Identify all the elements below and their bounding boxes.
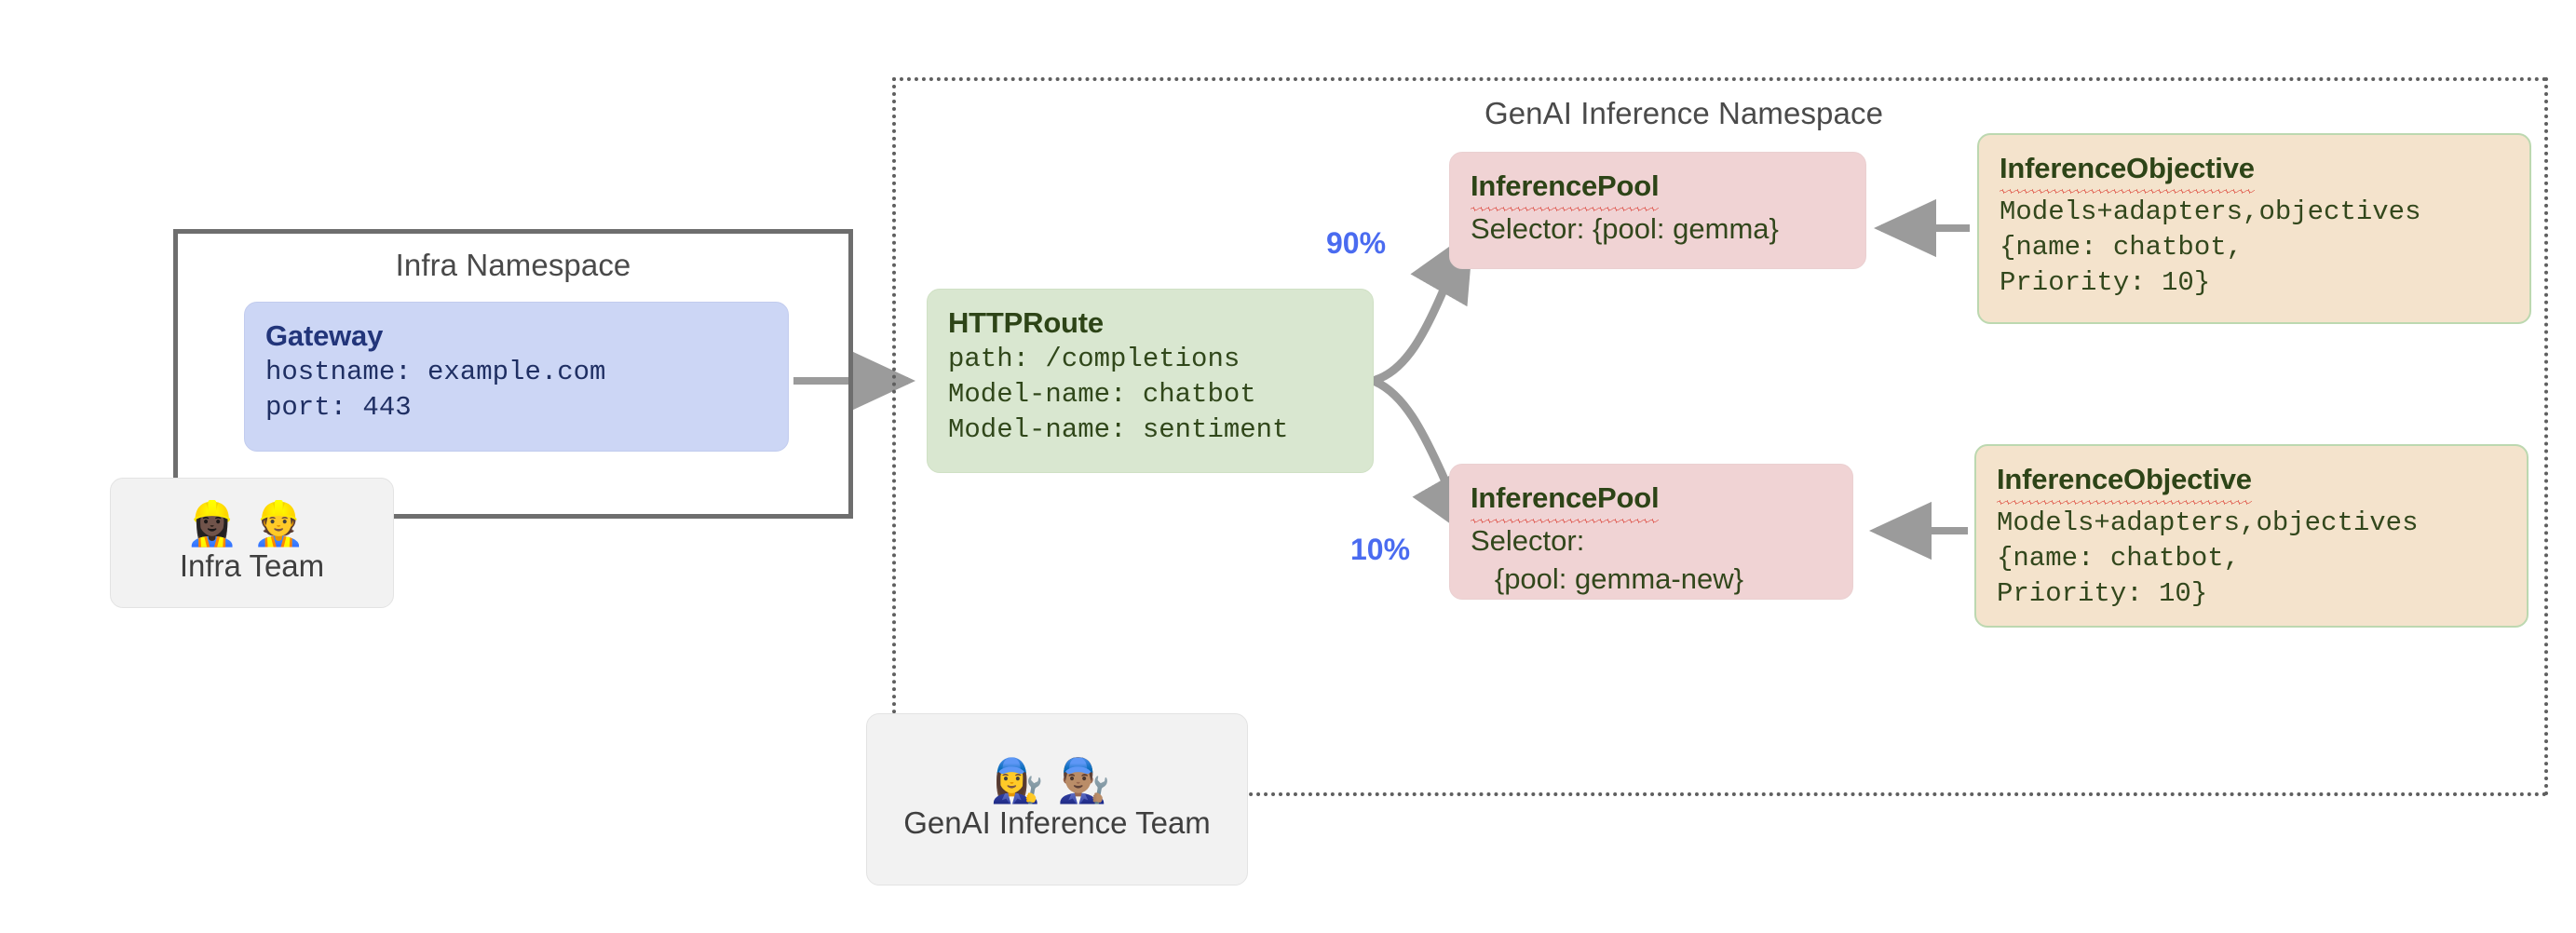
weight-label-10: 10%	[1350, 533, 1411, 566]
gateway-box[interactable]: Gateway hostname: example.com port: 443	[244, 302, 789, 452]
gateway-field-port: port: 443	[265, 391, 412, 423]
inferenceobjective-bottom-kind-label: InferenceObjective	[1997, 461, 2252, 506]
infra-namespace-title: Infra Namespace	[395, 248, 631, 282]
genai-inference-namespace-title: GenAI Inference Namespace	[1484, 96, 1884, 130]
inferencepool-gemma-selector: Selector: {pool: gemma}	[1471, 212, 1779, 246]
httproute-field-path: path: /completions	[948, 344, 1241, 375]
genai-inference-team-card[interactable]: 👩‍🔧👨🏽‍🔧 GenAI Inference Team	[866, 713, 1248, 886]
infra-team-avatars: 👷🏿‍♀️👷	[185, 498, 319, 548]
inferencepool-gemma-new-selector-line2: {pool: gemma-new}	[1471, 561, 1743, 595]
inferenceobjective-top-box[interactable]: InferenceObjective Models+adapters,objec…	[1977, 133, 2531, 324]
gateway-kind-label: Gateway	[265, 319, 384, 352]
httproute-kind-label: HTTPRoute	[948, 306, 1104, 339]
inferenceobjective-top-field-name: {name: chatbot,	[2000, 231, 2244, 263]
inferencepool-gemma-new-kind-label: InferencePool	[1471, 480, 1660, 524]
httproute-box[interactable]: HTTPRoute path: /completions Model-name:…	[927, 289, 1374, 473]
inferenceobjective-bottom-box[interactable]: InferenceObjective Models+adapters,objec…	[1974, 444, 2529, 628]
inferencepool-gemma-new-selector-line1: Selector:	[1471, 524, 1585, 558]
gateway-field-hostname: hostname: example.com	[265, 357, 606, 388]
genai-team-label: GenAI Inference Team	[903, 805, 1211, 840]
infra-team-card[interactable]: 👷🏿‍♀️👷 Infra Team	[110, 478, 394, 608]
inferencepool-gemma-kind-label: InferencePool	[1471, 168, 1660, 212]
inferenceobjective-bottom-field-models: Models+adapters,objectives	[1997, 507, 2419, 539]
infra-team-label: Infra Team	[179, 548, 325, 583]
genai-team-avatars: 👩‍🔧👨🏽‍🔧	[990, 754, 1124, 805]
inferenceobjective-bottom-field-priority: Priority: 10}	[1997, 577, 2208, 609]
weight-label-90: 90%	[1326, 226, 1387, 260]
inferenceobjective-top-field-models: Models+adapters,objectives	[2000, 196, 2421, 228]
inferencepool-gemma-new-box[interactable]: InferencePool Selector: {pool: gemma-new…	[1449, 464, 1853, 600]
httproute-field-model-name-chatbot: Model-name: chatbot	[948, 378, 1256, 410]
genai-inference-namespace-boundary	[892, 77, 2548, 796]
infra-namespace-boundary	[173, 229, 853, 519]
inferenceobjective-top-field-priority: Priority: 10}	[2000, 266, 2211, 298]
inferencepool-gemma-box[interactable]: InferencePool Selector: {pool: gemma}	[1449, 152, 1866, 269]
inferenceobjective-bottom-field-name: {name: chatbot,	[1997, 542, 2241, 574]
httproute-field-model-name-sentiment: Model-name: sentiment	[948, 413, 1289, 445]
inferenceobjective-top-kind-label: InferenceObjective	[2000, 150, 2255, 195]
